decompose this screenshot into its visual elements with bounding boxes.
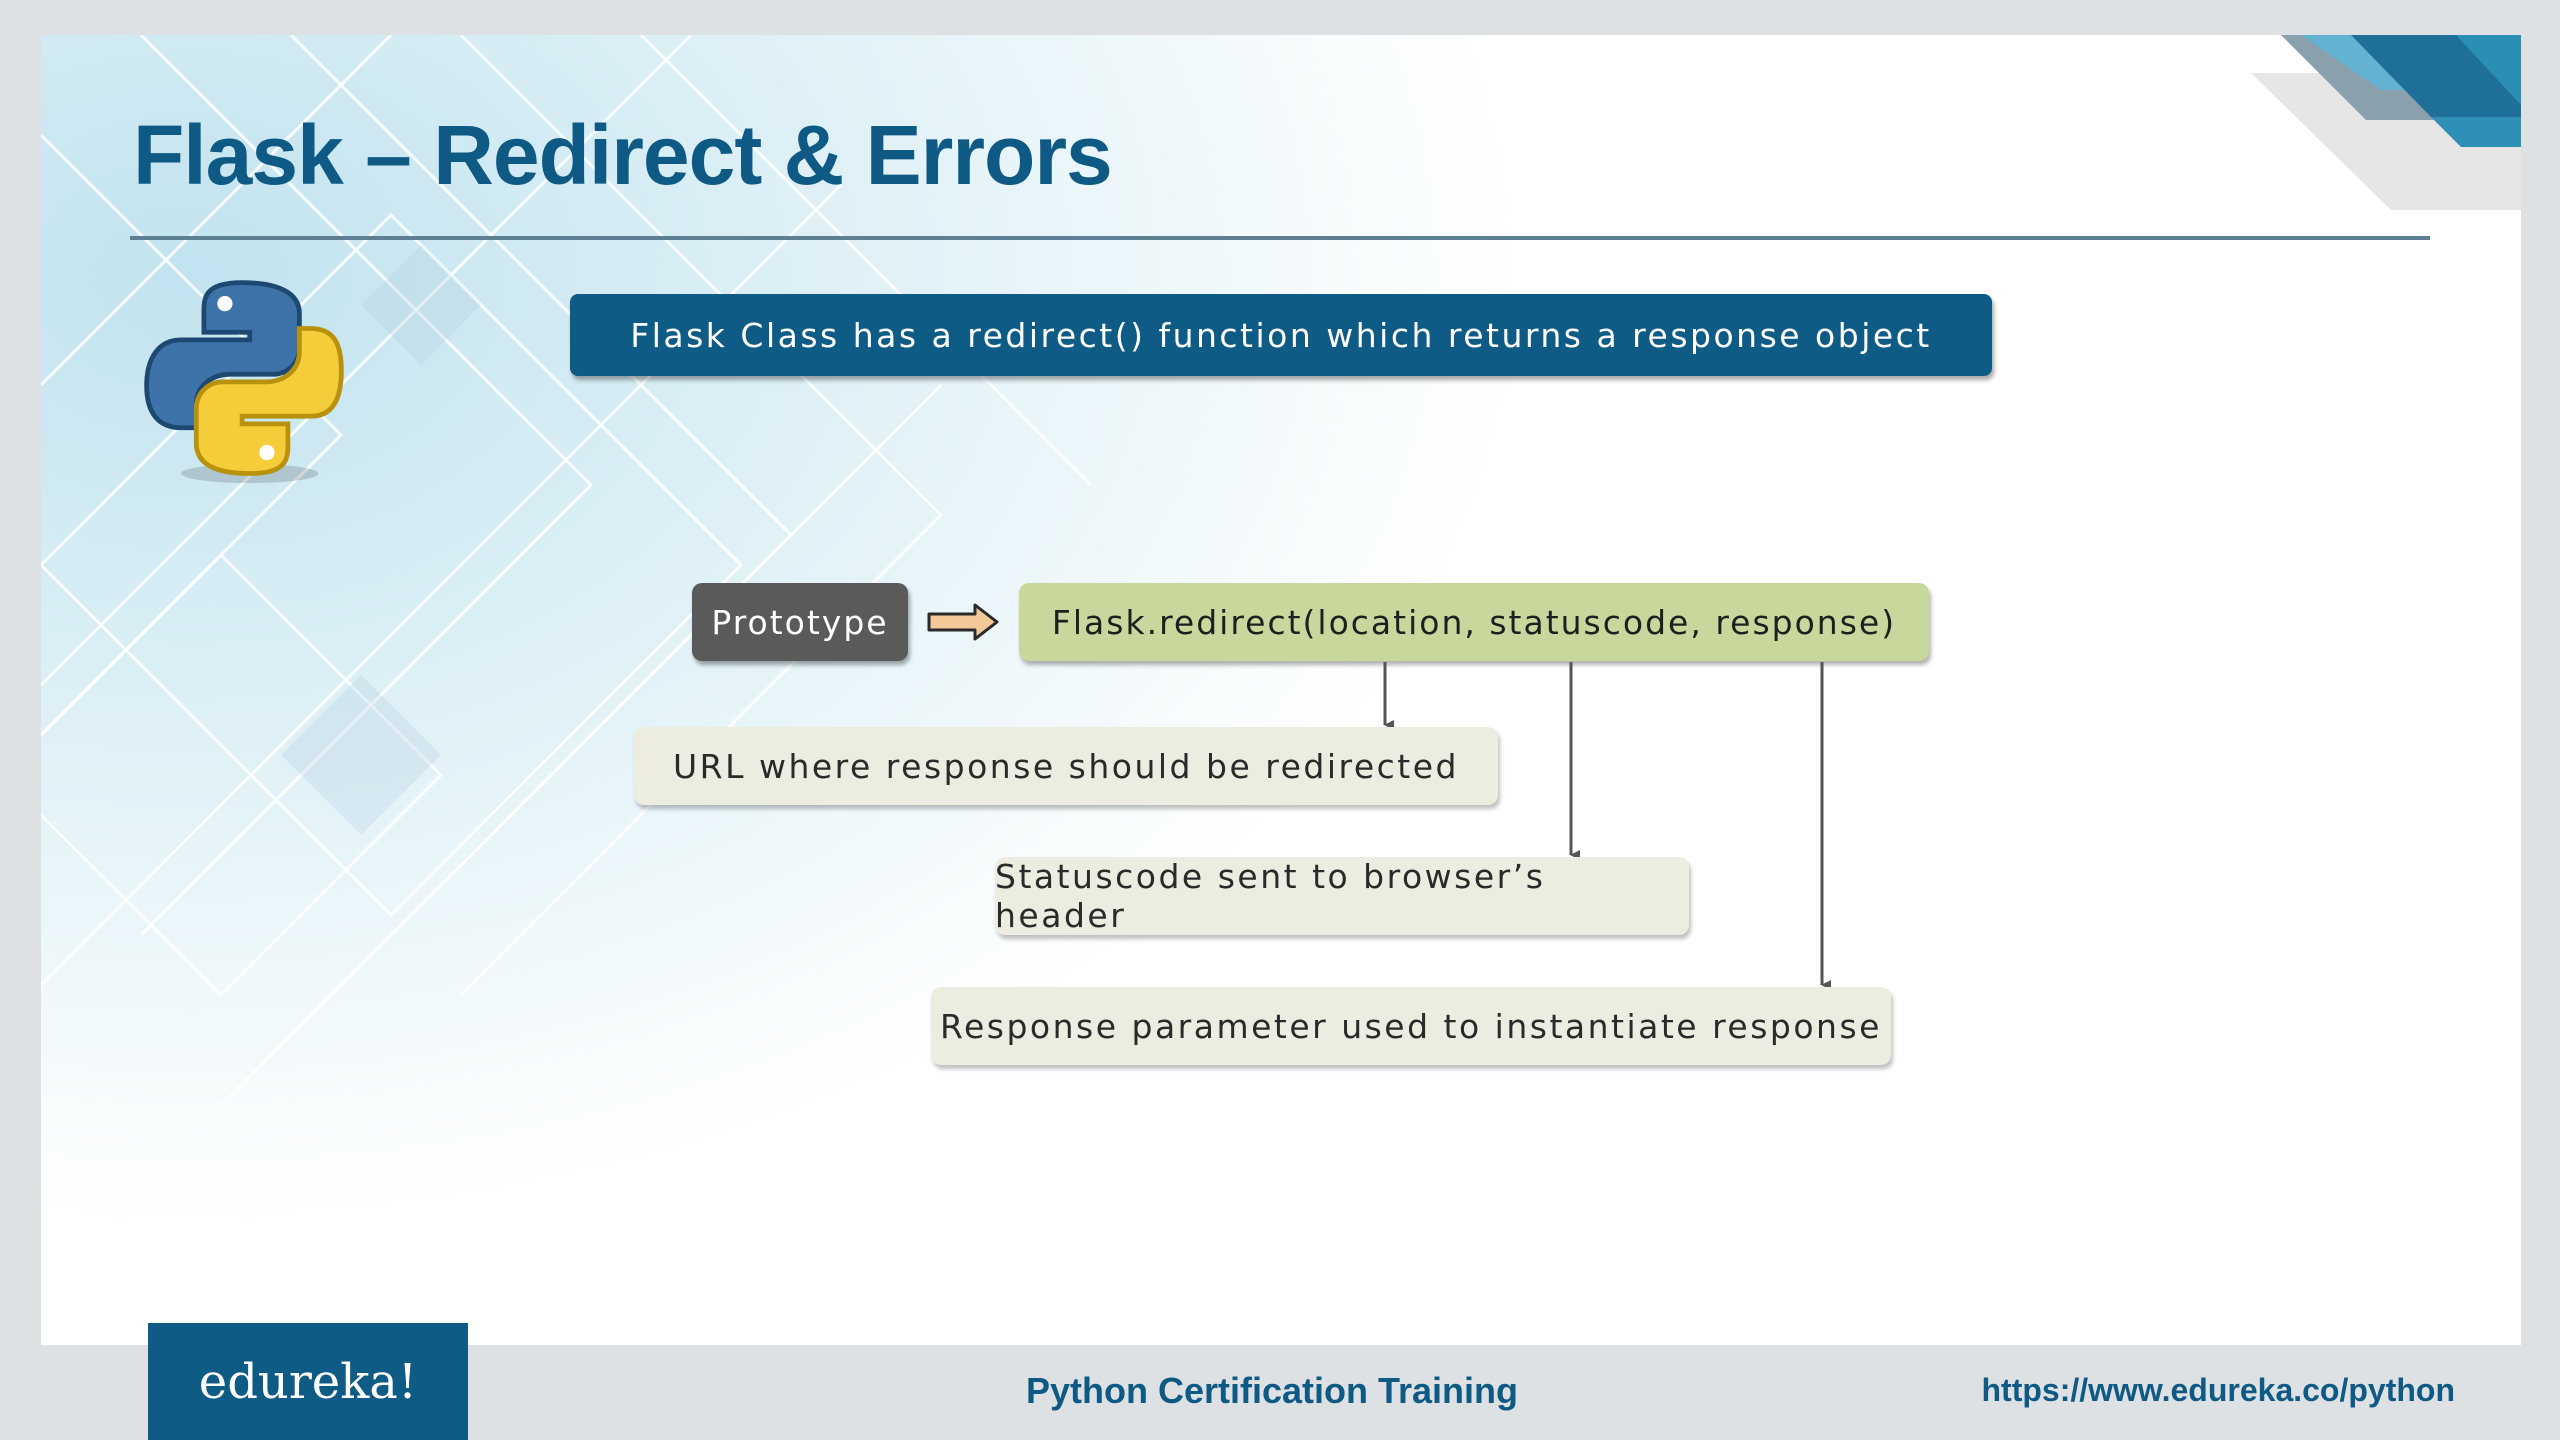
brand-text: edureka!	[198, 1353, 418, 1410]
param-statuscode-description: Statuscode sent to browser’s header	[995, 857, 1689, 935]
param-description-text: URL where response should be redirected	[673, 746, 1459, 786]
function-signature: Flask.redirect(location, statuscode, res…	[1019, 583, 1929, 661]
param-description-text: Statuscode sent to browser’s header	[995, 857, 1546, 935]
title-divider	[130, 236, 2430, 240]
signature-text: Flask.redirect(location, statuscode, res…	[1051, 602, 1897, 642]
corner-decoration-icon	[2251, 35, 2521, 210]
param-description-text: Response parameter used to instantiate r…	[940, 1006, 1882, 1046]
course-title: Python Certification Training	[1026, 1370, 1519, 1411]
diamond-pattern-icon	[41, 35, 1093, 1137]
edureka-logo: edureka!	[148, 1323, 468, 1440]
info-banner: Flask Class has a redirect() function wh…	[570, 294, 1992, 376]
slide: Flask – Redirect & Errors Flask Class ha…	[41, 35, 2521, 1345]
right-arrow-icon	[927, 603, 999, 641]
course-url-link[interactable]: https://www.edureka.co/python	[1981, 1372, 2455, 1408]
banner-text: Flask Class has a redirect() function wh…	[630, 315, 1932, 355]
page-title: Flask – Redirect & Errors	[133, 108, 1113, 202]
param-response-description: Response parameter used to instantiate r…	[931, 987, 1891, 1065]
param-location-description: URL where response should be redirected	[634, 727, 1498, 805]
python-logo-icon	[144, 280, 344, 484]
prototype-label: Prototype	[692, 583, 908, 661]
prototype-text: Prototype	[711, 602, 889, 642]
